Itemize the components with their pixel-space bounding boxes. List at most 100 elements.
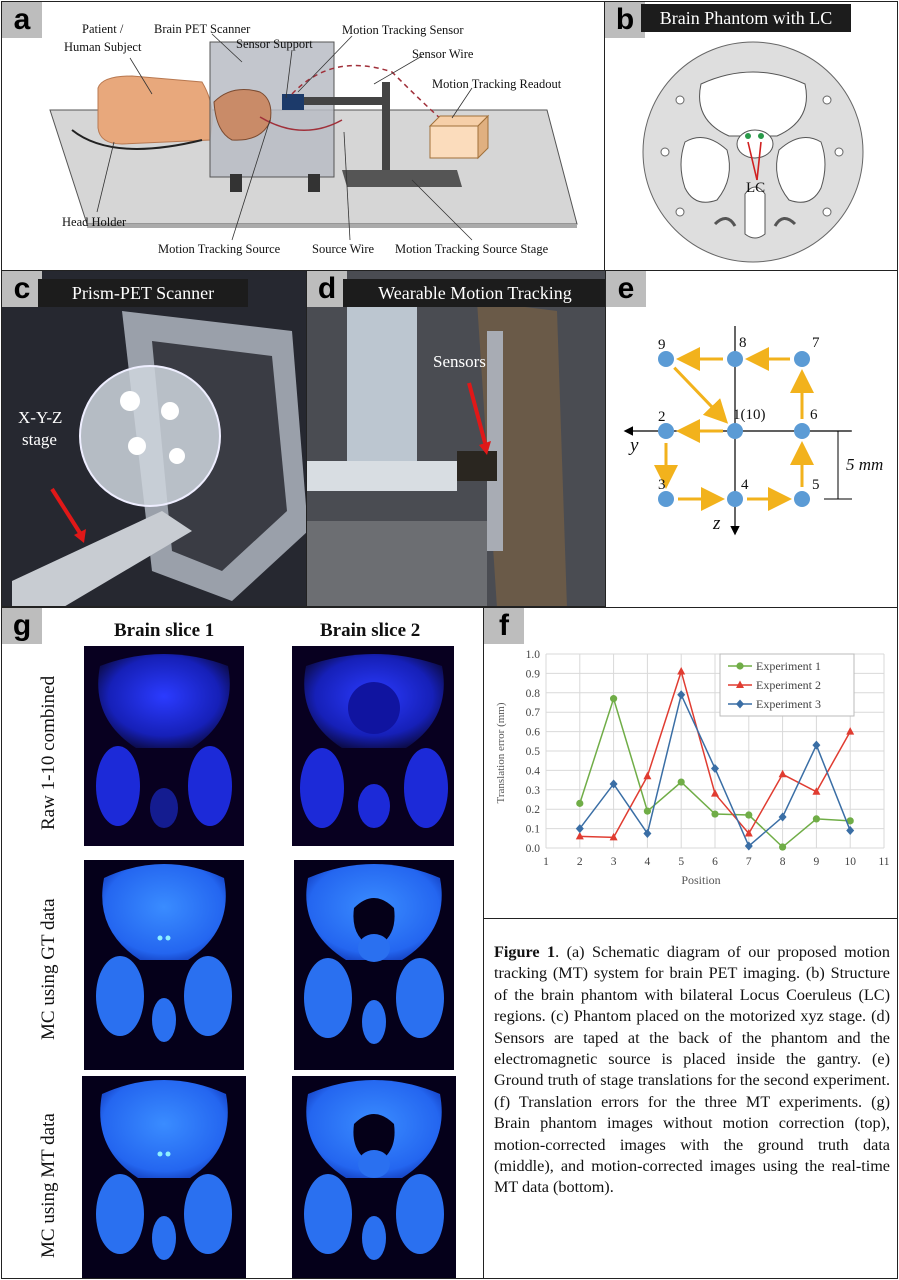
caption-text: . (a) Schematic diagram of our proposed … bbox=[494, 943, 890, 1197]
y-tick-label: 0.6 bbox=[526, 727, 541, 739]
stage-point bbox=[658, 423, 674, 439]
legend-marker bbox=[736, 680, 744, 688]
x-axis-label: Position bbox=[681, 873, 720, 887]
legend-label: Experiment 1 bbox=[756, 659, 821, 673]
stage-point bbox=[727, 491, 743, 507]
panel-letter: f bbox=[484, 608, 524, 644]
data-point bbox=[778, 812, 787, 822]
data-point bbox=[745, 811, 753, 819]
brain-image-raw-2 bbox=[292, 646, 454, 846]
stage-point-label: 3 bbox=[658, 477, 666, 493]
brain-image-gt-2 bbox=[294, 860, 454, 1070]
brain-image-mt-1 bbox=[82, 1076, 246, 1278]
lc-label: LC bbox=[746, 180, 766, 196]
stage-point bbox=[794, 351, 810, 367]
panel-title: Brain Phantom with LC bbox=[641, 4, 851, 32]
panel-g: g Brain slice 1 Brain slice 2 Raw 1-10 c… bbox=[1, 607, 484, 1279]
column-title-2: Brain slice 2 bbox=[320, 620, 421, 641]
y-tick-label: 0.1 bbox=[526, 824, 541, 836]
data-point bbox=[643, 771, 652, 780]
panel-c: c Prism-PET Scanner X-Y-Z stage bbox=[1, 270, 307, 607]
stage-point-label: 1(10) bbox=[733, 407, 766, 423]
data-point bbox=[610, 695, 618, 703]
panel-a: a bbox=[1, 1, 605, 271]
x-tick-label: 1 bbox=[543, 856, 549, 868]
x-tick-label: 7 bbox=[746, 856, 752, 868]
translation-arrow bbox=[673, 366, 729, 424]
brain-phantom-diagram bbox=[642, 41, 864, 263]
data-point bbox=[846, 727, 855, 735]
data-point bbox=[812, 740, 821, 750]
data-point bbox=[643, 807, 651, 815]
data-point bbox=[643, 828, 652, 838]
stage-label-2: stage bbox=[22, 430, 57, 449]
brain-image-gt-1 bbox=[84, 860, 244, 1070]
data-point bbox=[779, 843, 787, 851]
y-tick-label: 1.0 bbox=[526, 649, 541, 661]
panel-letter: a bbox=[2, 2, 42, 38]
stage-point bbox=[727, 351, 743, 367]
legend-marker bbox=[736, 699, 744, 709]
x-tick-label: 4 bbox=[645, 856, 651, 868]
panel-b: b Brain Phantom with LC LC bbox=[604, 1, 898, 271]
stage-point-label: 6 bbox=[810, 407, 818, 423]
panel-letter: d bbox=[307, 271, 347, 307]
x-tick-label: 11 bbox=[878, 856, 889, 868]
stage-point bbox=[727, 423, 743, 439]
caption-figure-label: Figure 1 bbox=[494, 943, 556, 961]
stage-point bbox=[794, 491, 810, 507]
data-point bbox=[846, 817, 854, 825]
data-point bbox=[711, 763, 719, 773]
data-point bbox=[778, 769, 787, 778]
y-tick-label: 0.7 bbox=[526, 707, 541, 719]
stage-point bbox=[658, 351, 674, 367]
panel-letter: c bbox=[2, 271, 42, 307]
label-mt-sensor: Motion Tracking Sensor bbox=[342, 23, 464, 37]
stage-point-label: 4 bbox=[741, 477, 749, 493]
data-point bbox=[711, 810, 719, 818]
y-tick-label: 0.9 bbox=[526, 668, 541, 680]
stage-translation-diagram bbox=[623, 326, 852, 536]
data-point bbox=[677, 666, 686, 675]
brain-image-raw-1 bbox=[84, 646, 244, 846]
column-title-1: Brain slice 1 bbox=[114, 620, 215, 641]
y-tick-label: 0.5 bbox=[526, 746, 541, 758]
data-point bbox=[677, 778, 685, 786]
stage-point-label: 8 bbox=[739, 335, 747, 351]
x-tick-label: 10 bbox=[844, 856, 856, 868]
panel-letter: e bbox=[606, 271, 646, 307]
y-tick-label: 0.0 bbox=[526, 843, 541, 855]
x-tick-label: 3 bbox=[611, 856, 617, 868]
label-sensor-wire: Sensor Wire bbox=[412, 47, 474, 61]
stage-point-label: 7 bbox=[812, 335, 820, 351]
panel-title: Prism-PET Scanner bbox=[38, 279, 248, 307]
x-tick-label: 9 bbox=[814, 856, 820, 868]
figure-caption: Figure 1. (a) Schematic diagram of our p… bbox=[494, 942, 890, 1199]
label-human-subject: Human Subject bbox=[64, 40, 142, 54]
prism-pet-photo bbox=[2, 271, 306, 606]
stage-point-label: 2 bbox=[658, 409, 666, 425]
x-tick-label: 6 bbox=[712, 856, 718, 868]
data-point bbox=[575, 831, 584, 840]
axis-y-label: y bbox=[630, 435, 639, 456]
data-point bbox=[812, 787, 821, 795]
sensors-label: Sensors bbox=[433, 352, 486, 371]
legend-label: Experiment 2 bbox=[756, 678, 821, 692]
x-tick-label: 8 bbox=[780, 856, 786, 868]
schematic-diagram bbox=[49, 33, 578, 241]
brain-image-mt-2 bbox=[292, 1076, 456, 1278]
y-tick-label: 0.2 bbox=[526, 804, 541, 816]
data-point bbox=[677, 690, 686, 700]
stage-point bbox=[794, 423, 810, 439]
panel-letter: b bbox=[605, 2, 645, 38]
x-tick-label: 5 bbox=[678, 856, 684, 868]
x-tick-label: 2 bbox=[577, 856, 583, 868]
motion-tracking-photo bbox=[307, 271, 605, 606]
data-point bbox=[812, 815, 820, 823]
label-head-holder: Head Holder bbox=[62, 215, 127, 229]
stage-label: X-Y-Z bbox=[18, 408, 63, 427]
label-patient: Patient / bbox=[82, 22, 124, 36]
